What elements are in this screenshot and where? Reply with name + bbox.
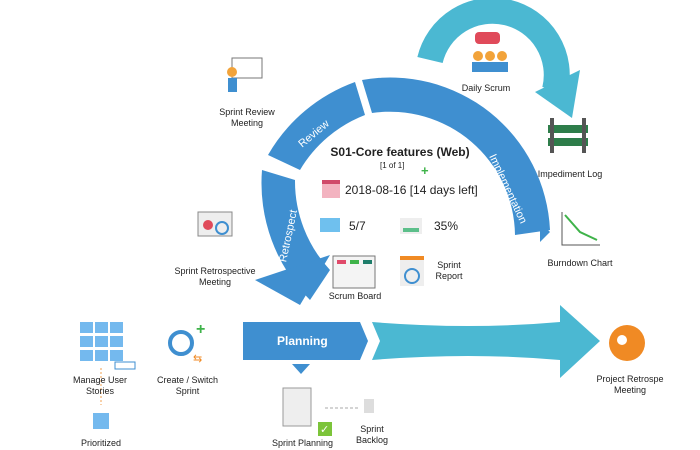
svg-text:✓: ✓ (320, 424, 329, 436)
daily-scrum-arrowhead (535, 70, 580, 118)
daily-scrum-label[interactable]: Daily Scrum (461, 83, 511, 93)
sprint-index: [1 of 1] (380, 161, 405, 170)
sprint-report-icon (400, 256, 424, 286)
progress-percent: 35% (434, 219, 459, 233)
burndown-chart-label[interactable]: Burndown Chart (547, 258, 613, 268)
retro-icon (197, 211, 233, 237)
user-stories-icon (80, 322, 136, 370)
prioritized-icon (93, 413, 109, 429)
story-count: 5/7 (349, 219, 366, 233)
sprint-report-link[interactable]: Sprint Report (435, 260, 463, 281)
progress-icon (400, 218, 422, 234)
scrum-board-link[interactable]: Scrum Board (328, 291, 382, 301)
planning-arrow (243, 322, 368, 360)
impediment-log-label[interactable]: Impediment Log (537, 169, 603, 179)
create-sprint-icon: +⇆ (168, 321, 205, 365)
svg-text:⇆: ⇆ (193, 353, 202, 365)
review-arc (268, 82, 365, 170)
sprint-title[interactable]: S01-Core features (Web) (330, 145, 470, 159)
sprint-backlog-label[interactable]: Sprint Backlog (355, 424, 389, 445)
daily-scrum-loop (417, 0, 570, 94)
project-arrow (372, 305, 600, 378)
implementation-arc (362, 77, 550, 235)
project-retro-label[interactable]: Project Retrospe Meeting (596, 374, 664, 395)
impediment-icon (548, 118, 588, 153)
sprint-review-icon (227, 57, 263, 92)
manage-stories-label[interactable]: Manage User Stories (72, 375, 128, 396)
svg-text:+: + (196, 321, 205, 338)
planning-label: Planning (277, 334, 328, 348)
sprint-planning-label[interactable]: Sprint Planning (271, 438, 334, 448)
sprint-review-label[interactable]: Sprint Review Meeting (219, 107, 275, 128)
daily-scrum-icon (472, 32, 508, 72)
create-sprint-label[interactable]: Create / Switch Sprint (156, 375, 219, 396)
sprint-date: 2018-08-16 [14 days left] (345, 183, 478, 197)
add-sprint-icon: + (421, 163, 429, 178)
scrum-board-icon (332, 255, 376, 289)
prioritized-label[interactable]: Prioritized (80, 438, 121, 448)
sprint-planning-icon: ✓ (282, 387, 332, 436)
calendar-icon (322, 180, 340, 198)
burndown-icon (561, 212, 600, 246)
sprint-retro-label[interactable]: Sprint Retrospective Meeting (174, 266, 256, 287)
sprint-backlog-icon (364, 399, 374, 413)
project-retro-icon (609, 325, 645, 361)
stories-icon (320, 218, 340, 232)
